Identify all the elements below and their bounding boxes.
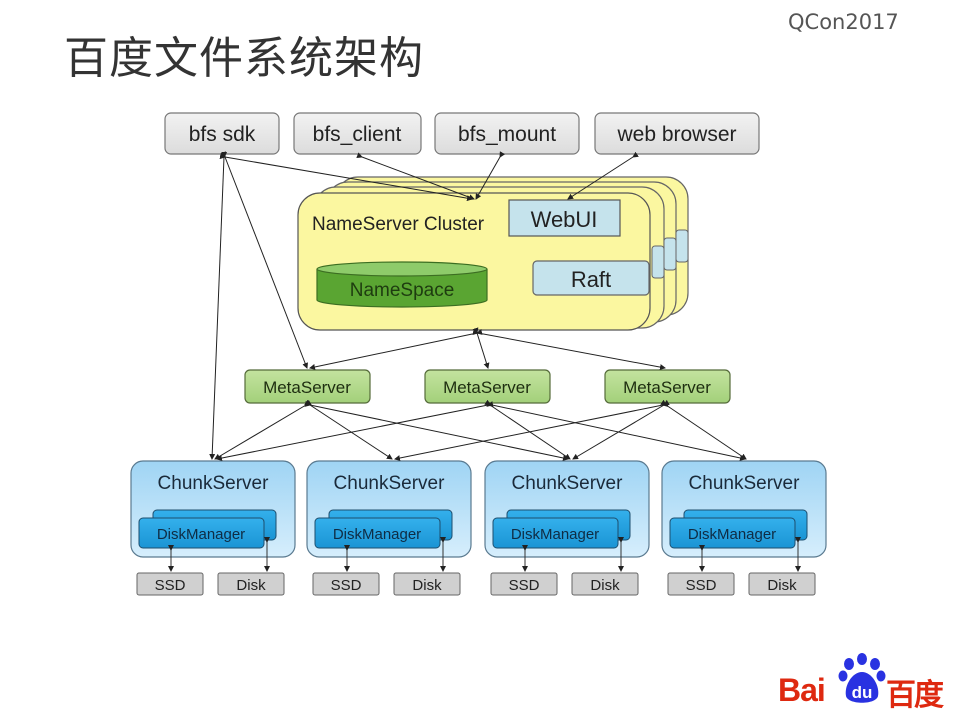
logo-paw-text: du	[852, 683, 873, 702]
client-bfs-mount: bfs_mount	[434, 112, 580, 155]
metaserver-1: MetaServer	[244, 369, 371, 404]
chunkserver-label: ChunkServer	[334, 473, 446, 494]
connections	[209, 151, 747, 461]
logo-latin: Bai	[778, 672, 826, 708]
namespace-label: NameSpace	[350, 280, 455, 301]
diskmanager-label: DiskManager	[511, 526, 599, 543]
ssd-label: SSD	[331, 577, 362, 594]
disk-label: Disk	[236, 577, 266, 594]
connection-ms-cs	[216, 401, 494, 461]
ssd-label: SSD	[686, 577, 717, 594]
ssd-box: SSD	[667, 572, 735, 596]
client-label: web browser	[616, 123, 736, 146]
slide-title: 百度文件系统架构	[64, 33, 424, 84]
connection-sdk-metaserver	[220, 151, 308, 369]
ssd-label: SSD	[509, 577, 540, 594]
raft-box: Raft	[532, 260, 650, 296]
connection-mount-nameserver	[475, 151, 506, 200]
connection-ms-cs	[214, 399, 312, 460]
ssd-label: SSD	[155, 577, 186, 594]
metaserver-3: MetaServer	[604, 369, 731, 404]
logo-chinese: 百度	[886, 678, 944, 713]
connection-ms-cs	[660, 399, 747, 460]
metaserver-label: MetaServer	[263, 378, 351, 397]
connection-client-nameserver	[356, 152, 475, 201]
client-label: bfs sdk	[189, 123, 256, 146]
disk-box: Disk	[393, 572, 461, 596]
connection-browser-webui	[567, 151, 639, 200]
connection-ns-ms2	[472, 327, 490, 369]
baidu-logo: Bai du 百度	[778, 652, 948, 713]
diskmanager-box: DiskManager	[314, 517, 441, 549]
diskmanager-label: DiskManager	[688, 526, 776, 543]
disk-box: Disk	[571, 572, 639, 596]
connection-ns-ms3	[472, 329, 666, 371]
diskmanager-label: DiskManager	[333, 526, 421, 543]
conference-label: QCon2017	[788, 10, 899, 34]
client-web-browser: web browser	[594, 112, 760, 155]
diskmanager-label: DiskManager	[157, 526, 245, 543]
disk-box: Disk	[217, 572, 285, 596]
webui-label: WebUI	[531, 207, 598, 232]
client-label: bfs_mount	[458, 123, 556, 146]
chunkserver-label: ChunkServer	[158, 473, 270, 494]
connection-ns-ms1	[309, 329, 483, 370]
connection-ms-cs	[572, 399, 670, 460]
client-bfs-client: bfs_client	[293, 112, 422, 155]
disk-label: Disk	[590, 577, 620, 594]
chunkserver-label: ChunkServer	[689, 473, 801, 494]
diskmanager-box: DiskManager	[669, 517, 796, 549]
diskmanager-box: DiskManager	[138, 517, 265, 549]
nameserver-label: NameServer Cluster	[312, 214, 485, 235]
disk-label: Disk	[412, 577, 442, 594]
disk-box: Disk	[748, 572, 816, 596]
webui-box: WebUI	[508, 199, 621, 237]
chunkserver-label: ChunkServer	[512, 473, 624, 494]
namespace-cylinder: NameSpace	[316, 261, 488, 308]
ssd-box: SSD	[312, 572, 380, 596]
ssd-box: SSD	[490, 572, 558, 596]
metaserver-2: MetaServer	[424, 369, 551, 404]
ssd-box: SSD	[136, 572, 204, 596]
client-bfs-sdk: bfs sdk	[164, 112, 280, 155]
client-label: bfs_client	[313, 123, 402, 146]
nameserver-cluster: NameServer Cluster WebUI Raft NameSpace	[297, 176, 689, 331]
disk-label: Disk	[767, 577, 797, 594]
connection-sdk-chunkserver	[209, 151, 228, 460]
metaserver-label: MetaServer	[443, 378, 531, 397]
metaserver-label: MetaServer	[623, 378, 711, 397]
raft-label: Raft	[571, 267, 611, 292]
paw-icon: du	[838, 653, 886, 703]
diskmanager-box: DiskManager	[492, 517, 619, 549]
